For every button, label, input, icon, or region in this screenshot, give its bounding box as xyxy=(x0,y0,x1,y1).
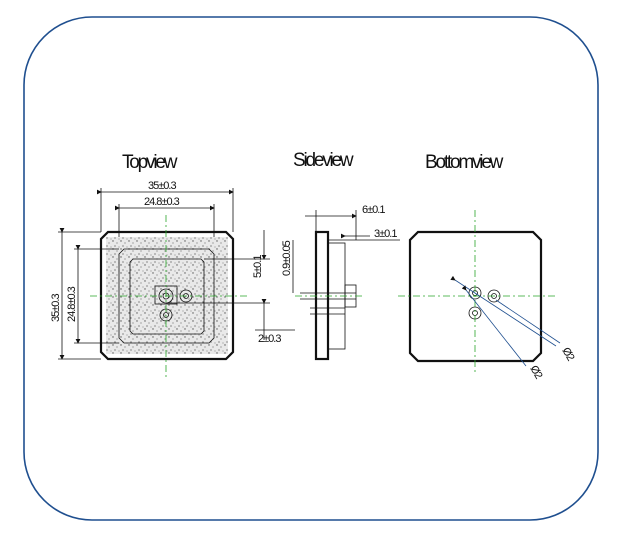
top-view: 35±0.3 24.8±0.3 35±0.3 24.8±0.3 5±0.1 xyxy=(50,180,295,378)
side-view: 6±0.1 3±0.1 0.9±0.05 xyxy=(281,204,400,361)
top-inner-width-dim: 24.8±0.3 xyxy=(144,196,180,208)
top-offset-v-dim: 5±0.1 xyxy=(252,255,264,278)
side-flange-dim: 3±0.1 xyxy=(374,228,397,240)
side-depth-dim: 6±0.1 xyxy=(362,204,385,216)
bottom-body-outline xyxy=(408,230,543,363)
top-offset-h-dim: 2±0.3 xyxy=(258,333,281,345)
top-body-outline xyxy=(99,230,235,361)
top-body-fill xyxy=(106,237,228,354)
drawing-frame xyxy=(23,16,599,521)
bottom-view: Ø2 Ø2 xyxy=(398,210,577,381)
bottom-hole-b-dim: Ø2 xyxy=(527,364,544,382)
side-flange xyxy=(314,230,330,361)
side-pin-dim: 0.9±0.05 xyxy=(281,240,293,276)
top-view-title: Topview xyxy=(122,152,178,173)
top-width-dim: 35±0.3 xyxy=(148,180,176,192)
top-inner-height-dim: 24.8±0.3 xyxy=(66,286,78,322)
side-view-title: Sideview xyxy=(293,150,354,171)
bottom-view-title: Bottomview xyxy=(425,152,504,173)
top-height-dim: 35±0.3 xyxy=(50,294,62,322)
bottom-hole-a-dim: Ø2 xyxy=(559,346,576,364)
